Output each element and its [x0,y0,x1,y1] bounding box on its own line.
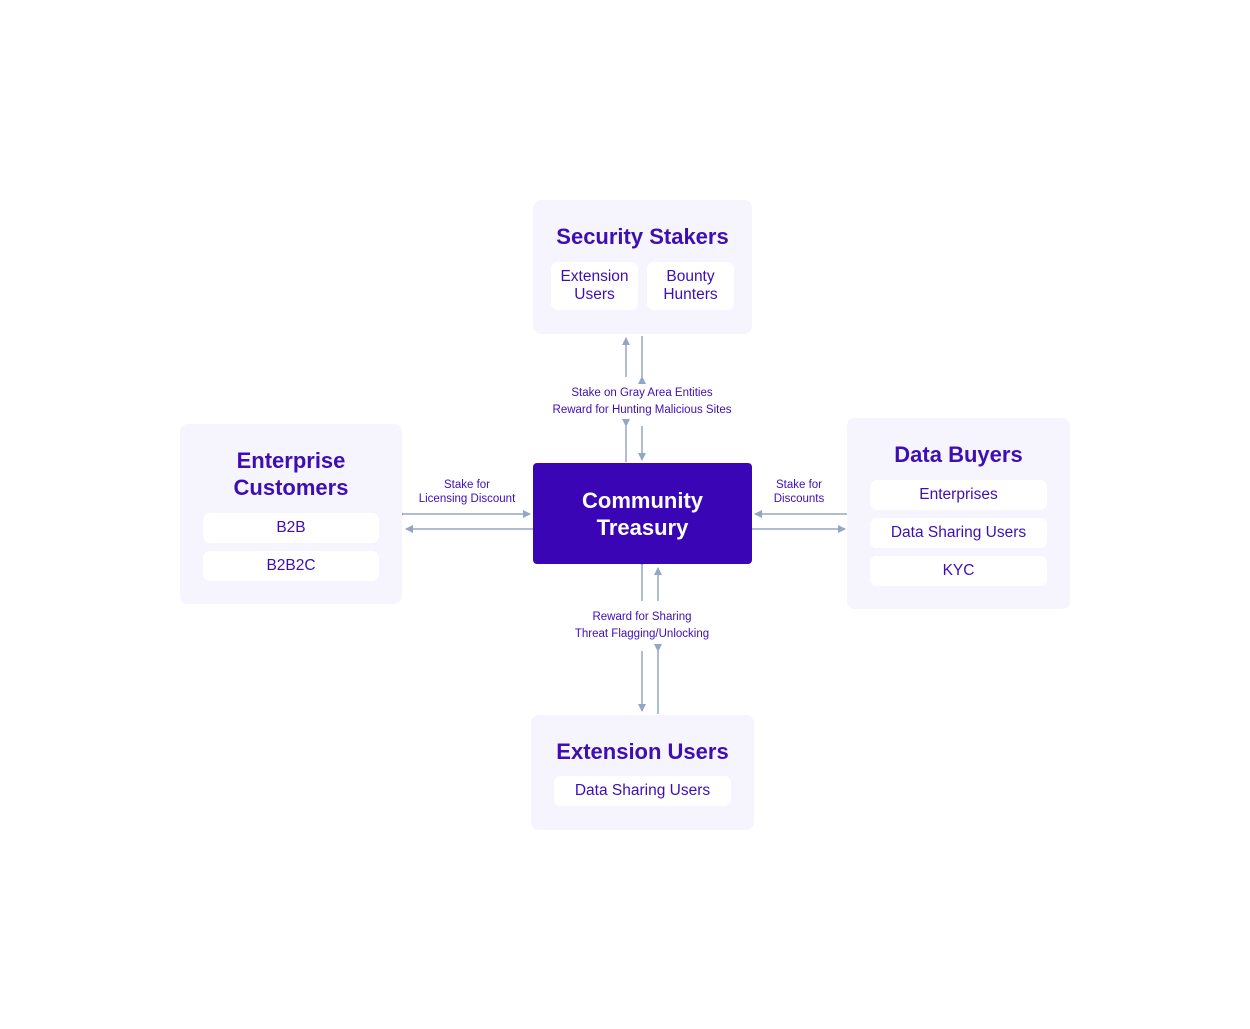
data-buyers-title: Data Buyers [894,442,1023,467]
security-stakers-title: Security Stakers [556,224,729,249]
flow-label-bottom: Reward for Sharing Threat Flagging/Unloc… [574,611,710,640]
chip-ext-data-sharing-users: Data Sharing Users [554,776,731,806]
chip-data-sharing-users: Data Sharing Users [870,518,1047,548]
chip-enterprises: Enterprises [870,480,1047,510]
extension-users-title: Extension Users [556,739,729,764]
community-treasury: Community Treasury [533,463,752,564]
chip-bounty-hunters: Bounty Hunters [647,262,734,310]
data-buyers-panel: Data Buyers Enterprises Data Sharing Use… [847,418,1070,609]
security-stakers-panel: Security Stakers Extension Users Bounty … [533,200,752,334]
chip-b2b: B2B [203,513,379,543]
flow-label-top: Stake on Gray Area Entities Reward for H… [552,387,732,416]
chip-kyc: KYC [870,556,1047,586]
extension-users-panel: Extension Users Data Sharing Users [531,715,754,830]
chip-b2b2c: B2B2C [203,551,379,581]
flow-label-right: Stake for Discounts [773,479,825,505]
flow-label-left: Stake for Licensing Discount [418,479,516,505]
community-treasury-title: Community Treasury [582,487,703,540]
enterprise-customers-panel: Enterprise Customers B2B B2B2C [180,424,402,604]
enterprise-customers-title: Enterprise Customers [233,448,349,500]
chip-extension-users: Extension Users [551,262,638,310]
